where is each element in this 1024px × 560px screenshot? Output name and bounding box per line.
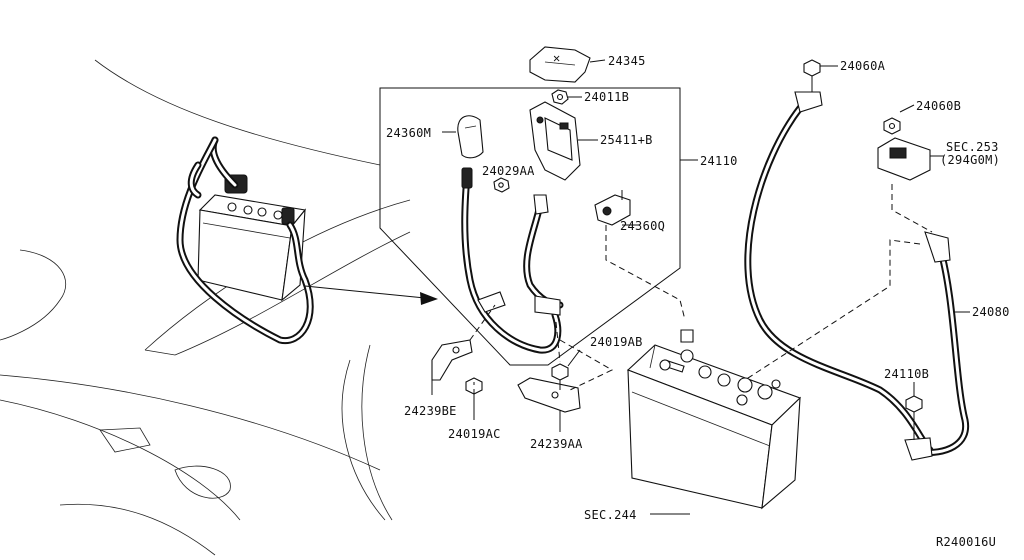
detail-frame — [379, 87, 681, 366]
label-24110: 24110 — [700, 154, 738, 168]
label-24029AA: 24029AA — [482, 164, 535, 178]
part-24110B-bolt — [905, 382, 923, 440]
diagram-code: R240016U — [936, 535, 996, 549]
vehicle-body-outline — [0, 59, 411, 556]
label-24019AB: 24019AB — [590, 335, 643, 349]
label-24345: 24345 — [608, 54, 646, 68]
label-24011B: 24011B — [584, 90, 629, 104]
main-battery — [626, 329, 802, 515]
part-24110-cable-assembly — [461, 159, 698, 354]
part-24011B-nut — [551, 89, 582, 105]
dashed-leaders-right — [744, 184, 933, 381]
part-24060A-bolt — [803, 59, 838, 92]
part-24029AA-nut — [493, 177, 510, 193]
part-24080-cable — [744, 91, 970, 461]
part-24360M-boot — [442, 115, 484, 159]
label-sec253-sub: (294G0M) — [940, 153, 1000, 167]
battery-current-sensor — [877, 137, 944, 181]
label-24080: 24080 — [972, 305, 1010, 319]
label-24360M: 24360M — [386, 126, 431, 140]
part-24019AC-bolt — [465, 377, 483, 420]
part-24360Q-terminal — [594, 190, 640, 226]
label-sec253: SEC.253 — [946, 140, 999, 154]
label-24239BE: 24239BE — [404, 404, 457, 418]
part-25411B-fuse-block — [529, 101, 598, 181]
dashed-leaders-left — [469, 225, 686, 395]
part-24019AB-bolt — [551, 349, 581, 390]
part-24239AA-bracket — [517, 377, 581, 432]
label-24239AA: 24239AA — [530, 437, 583, 451]
label-sec244: SEC.244 — [584, 508, 637, 522]
vehicle-battery-small — [176, 136, 314, 345]
label-24060B: 24060B — [916, 99, 961, 113]
label-24060A: 24060A — [840, 59, 886, 73]
label-25411B: 25411+B — [600, 133, 653, 147]
part-24345-terminal-cover: ✕ — [529, 46, 606, 83]
part-24060B-nut — [883, 104, 915, 135]
part-24239BE-bracket — [431, 339, 473, 395]
detail-arrow — [304, 285, 438, 305]
label-24110B: 24110B — [884, 367, 929, 381]
svg-text:✕: ✕ — [553, 51, 561, 65]
label-24019AC: 24019AC — [448, 427, 501, 441]
label-24360Q: 24360Q — [620, 219, 665, 233]
